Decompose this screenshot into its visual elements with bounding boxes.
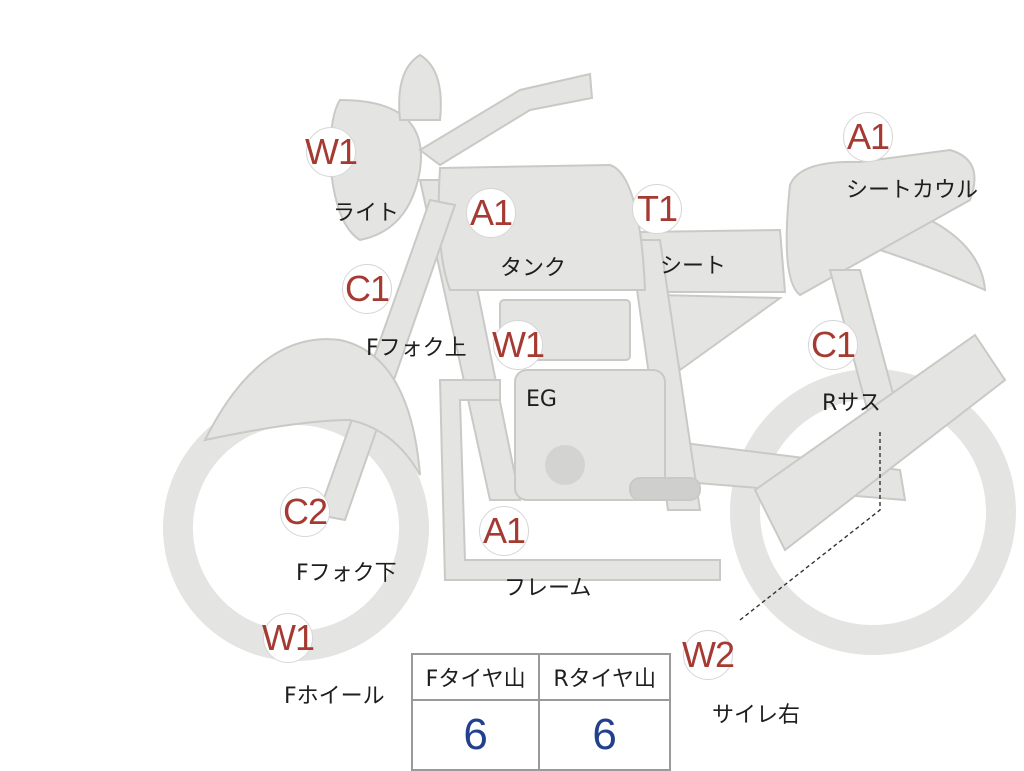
label-light: ライト <box>333 201 400 226</box>
label-seat: シート <box>660 254 727 279</box>
leader-line <box>739 432 881 621</box>
marker-seat: T1 <box>632 184 682 234</box>
label-seat-cowl: シートカウル <box>846 178 979 203</box>
front-tire-value: 6 <box>410 699 541 771</box>
marker-rear-suspension: C1 <box>808 320 858 370</box>
label-front-wheel: Fホイール <box>284 684 385 709</box>
rear-tire-value: 6 <box>538 699 671 771</box>
label-tank: タンク <box>500 256 567 281</box>
label-muffler-right: サイレ右 <box>712 703 801 728</box>
exhaust-pipe <box>438 379 721 581</box>
marker-engine: W1 <box>492 320 545 370</box>
marker-muffler-right: W2 <box>682 630 735 680</box>
tire-depth-table: Fタイヤ山 Rタイヤ山 6 6 <box>410 653 671 771</box>
marker-frame: A1 <box>479 506 529 556</box>
front-fender <box>203 338 421 476</box>
footrest <box>629 477 701 501</box>
rear-tire-header: Rタイヤ山 <box>538 653 671 701</box>
handlebar <box>418 72 594 167</box>
front-tire-header: Fタイヤ山 <box>410 653 541 701</box>
label-fork-lower: Fフォク下 <box>296 561 397 586</box>
label-engine: EG <box>526 387 557 412</box>
marker-light: W1 <box>305 127 358 177</box>
marker-seat-cowl: A1 <box>843 112 893 162</box>
marker-tank: A1 <box>466 188 516 238</box>
mirror <box>398 53 442 121</box>
seat-cowl <box>785 148 976 297</box>
engine-cover <box>545 445 585 485</box>
label-rear-suspension: Rサス <box>822 391 881 416</box>
marker-fork-lower: C2 <box>280 487 330 537</box>
label-fork-upper: Fフォク上 <box>366 336 467 361</box>
label-frame: フレーム <box>504 576 592 601</box>
marker-fork-upper: C1 <box>342 264 392 314</box>
marker-front-wheel: W1 <box>262 613 315 663</box>
